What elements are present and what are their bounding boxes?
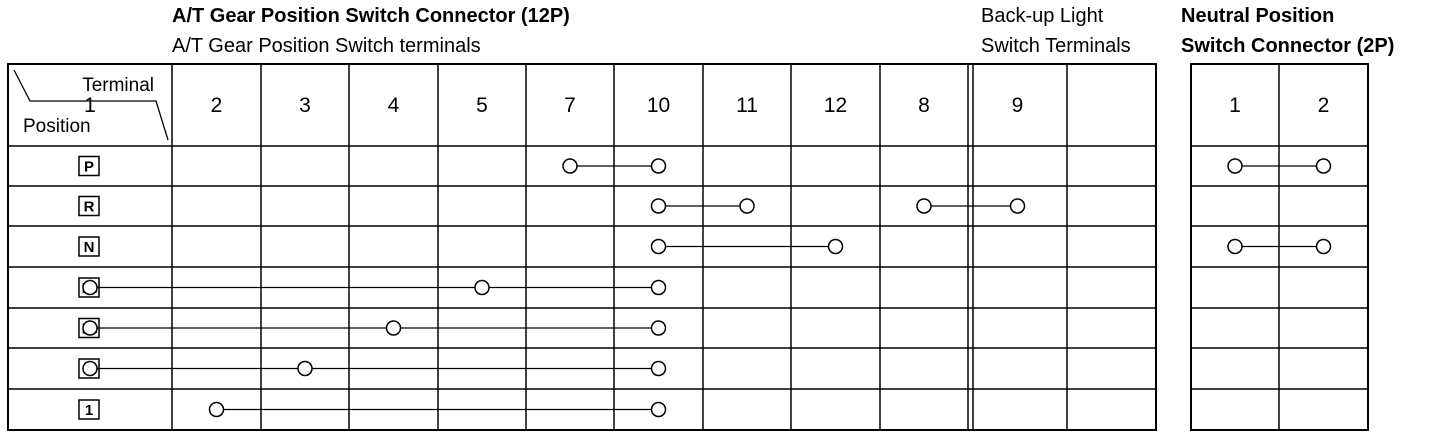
neutral-node-P-1 (1227, 158, 1243, 174)
neutral-node-P-2 (1315, 158, 1332, 174)
terminal-node-R-9 (1009, 198, 1026, 214)
terminal-node-P-7 (562, 158, 578, 174)
terminal-header-5: 5 (476, 94, 488, 117)
terminal-node-D3-4 (385, 320, 402, 336)
table-grid (7, 63, 1369, 431)
terminal-node-R-11 (739, 198, 755, 214)
terminal-header-4: 4 (388, 94, 400, 117)
neutral-terminal-header-1: 1 (1229, 94, 1241, 117)
neutral-terminal-header-2: 2 (1318, 94, 1330, 117)
terminal-header-3: 3 (299, 94, 311, 117)
neutral-title-line1: Neutral Position (1181, 5, 1335, 27)
terminal-node-D4-1 (82, 279, 98, 296)
terminal-node-R-10 (650, 198, 667, 214)
position-box-N (78, 236, 100, 257)
terminal-node-D4-5 (474, 279, 490, 296)
position-label-P: P (84, 159, 94, 176)
terminal-node-D3-1 (82, 320, 98, 336)
terminal-header-10: 10 (647, 94, 670, 117)
terminal-node-1-2 (208, 401, 225, 418)
neutral-node-N-1 (1227, 238, 1243, 255)
backup-title-line2: Switch Terminals (981, 35, 1131, 57)
terminal-node-2-1 (82, 360, 98, 377)
terminal-node-R-8 (916, 198, 932, 214)
terminal-header-8: 8 (918, 94, 930, 117)
position-label-N: N (84, 239, 95, 256)
neutral-title-line2: Switch Connector (2P) (1181, 35, 1395, 57)
neutral-node-N-2 (1315, 238, 1332, 255)
terminal-node-P-10 (650, 158, 667, 174)
position-label-1: 1 (85, 402, 93, 419)
position-label-R: R (84, 199, 95, 216)
terminal-header-12: 12 (824, 94, 847, 117)
terminal-header-2: 2 (211, 94, 223, 117)
terminal-node-2-10 (650, 360, 667, 377)
position-box-R (78, 195, 100, 217)
terminal-node-2-3 (297, 360, 313, 377)
terminal-node-1-10 (650, 401, 667, 418)
position-box-P (78, 155, 100, 177)
terminal-node-D3-10 (650, 320, 667, 336)
main-title: A/T Gear Position Switch Connector (12P) (172, 5, 570, 27)
corner-position-label: Position (23, 116, 91, 137)
terminal-header-7: 7 (564, 94, 576, 117)
terminal-header-9: 9 (1012, 94, 1024, 117)
main-table-border (7, 63, 1157, 431)
main-subtitle: A/T Gear Position Switch terminals (172, 35, 481, 57)
corner-terminal-label: Terminal (82, 75, 154, 96)
terminal-header-11: 11 (736, 94, 758, 117)
backup-title-line1: Back-up Light (981, 5, 1104, 27)
terminal-header-1: 1 (84, 94, 96, 117)
terminal-node-N-12 (827, 238, 844, 255)
terminal-node-N-10 (650, 238, 667, 255)
terminal-node-D4-10 (650, 279, 667, 296)
position-box-1 (78, 399, 100, 420)
corner-diagonal (13, 69, 169, 141)
